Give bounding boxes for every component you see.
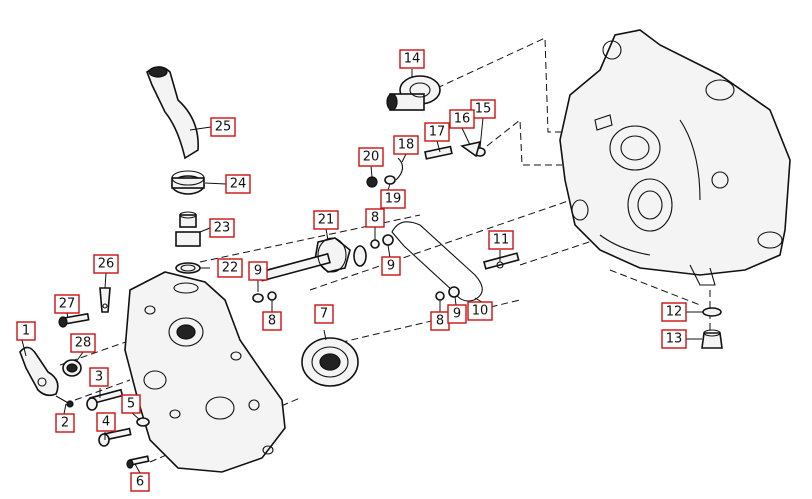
callout-3-label: 3 [95, 370, 103, 385]
part-bolt-4 [98, 427, 132, 447]
callout-11[interactable]: 11 [488, 230, 514, 250]
callout-2[interactable]: 2 [55, 413, 75, 433]
washers-8-9-mid [370, 234, 394, 249]
callout-10[interactable]: 10 [467, 301, 493, 321]
callout-21[interactable]: 21 [313, 210, 339, 230]
callout-8-mid-label: 8 [371, 211, 379, 226]
callout-5[interactable]: 5 [121, 394, 141, 414]
callout-8-left[interactable]: 8 [262, 311, 282, 331]
washers-9-8-left [252, 291, 277, 303]
callout-5-label: 5 [127, 397, 135, 412]
callout-26-label: 26 [98, 257, 115, 272]
callout-7[interactable]: 7 [314, 304, 334, 324]
callout-8-right[interactable]: 8 [430, 311, 450, 331]
callout-2-label: 2 [61, 416, 69, 431]
callout-28[interactable]: 28 [70, 333, 96, 353]
part-bolt-2 [55, 395, 74, 408]
part-shaft-11 [483, 252, 520, 270]
callout-16[interactable]: 16 [449, 109, 475, 129]
part-bolt-27 [58, 312, 90, 328]
callout-11-label: 11 [493, 233, 510, 248]
callout-23-label: 23 [214, 221, 231, 236]
callout-4[interactable]: 4 [96, 412, 116, 432]
callout-18[interactable]: 18 [393, 135, 419, 155]
part-oring-22 [175, 262, 201, 274]
callout-20[interactable]: 20 [358, 147, 384, 167]
callout-14[interactable]: 14 [399, 49, 425, 69]
callout-9-left[interactable]: 9 [248, 261, 268, 281]
side-cover [124, 271, 286, 473]
callout-8-right-label: 8 [436, 314, 444, 329]
callout-9-mid[interactable]: 9 [381, 256, 401, 276]
callout-14-label: 14 [404, 52, 421, 67]
callout-7-label: 7 [320, 307, 328, 322]
callout-13[interactable]: 13 [661, 329, 687, 349]
part-fitting-23 [175, 211, 201, 247]
callout-8-left-label: 8 [268, 314, 276, 329]
part-bolt-6 [126, 455, 150, 469]
callout-27-label: 27 [59, 297, 76, 312]
washers-8-9-right [435, 286, 460, 301]
callout-19-label: 19 [385, 192, 402, 207]
part-lever-1 [19, 346, 59, 397]
callout-9-left-label: 9 [254, 264, 262, 279]
callout-15-label: 15 [475, 102, 492, 117]
callout-15[interactable]: 15 [470, 99, 496, 119]
callout-1[interactable]: 1 [16, 321, 36, 341]
callout-3[interactable]: 3 [89, 367, 109, 387]
callout-22-label: 22 [222, 261, 239, 276]
callout-13-label: 13 [666, 332, 683, 347]
callout-24-label: 24 [230, 177, 247, 192]
callout-28-label: 28 [75, 336, 92, 351]
leader-lines [21, 69, 703, 474]
callout-24[interactable]: 24 [225, 174, 251, 194]
part-bearing-7 [301, 337, 359, 387]
callout-4-label: 4 [102, 415, 110, 430]
callout-20-label: 20 [363, 150, 380, 165]
parts-12-13 [701, 307, 723, 349]
callout-9-right-label: 9 [453, 307, 461, 322]
callout-21-label: 21 [318, 213, 335, 228]
part-shaft-21 [259, 237, 367, 282]
crankcase-housing [559, 29, 791, 286]
callout-22[interactable]: 22 [217, 258, 243, 278]
callout-27[interactable]: 27 [54, 294, 80, 314]
part-chain-10 [391, 221, 483, 302]
part-seal-28 [62, 359, 82, 377]
callout-23[interactable]: 23 [209, 218, 235, 238]
callout-19[interactable]: 19 [380, 189, 406, 209]
callout-17-label: 17 [429, 125, 446, 140]
callout-12[interactable]: 12 [661, 302, 687, 322]
callout-9-mid-label: 9 [387, 259, 395, 274]
part-clamp-24 [171, 170, 205, 195]
callout-25[interactable]: 25 [210, 117, 236, 137]
callout-6-label: 6 [136, 475, 144, 490]
callout-18-label: 18 [398, 138, 415, 153]
part-gear-14 [386, 75, 441, 111]
callout-10-label: 10 [472, 304, 489, 319]
callout-17[interactable]: 17 [424, 122, 450, 142]
part-clip-26 [99, 287, 111, 313]
callout-8-mid[interactable]: 8 [365, 208, 385, 228]
callout-16-label: 16 [454, 112, 471, 127]
callout-9-right[interactable]: 9 [447, 304, 467, 324]
callout-6[interactable]: 6 [130, 472, 150, 492]
callout-25-label: 25 [215, 120, 232, 135]
parts-15-16-17 [424, 140, 486, 160]
part-hose-25 [146, 66, 199, 160]
callout-1-label: 1 [22, 324, 30, 339]
part-bolt-3 [86, 388, 124, 411]
callout-12-label: 12 [666, 305, 683, 320]
callout-26[interactable]: 26 [93, 254, 119, 274]
